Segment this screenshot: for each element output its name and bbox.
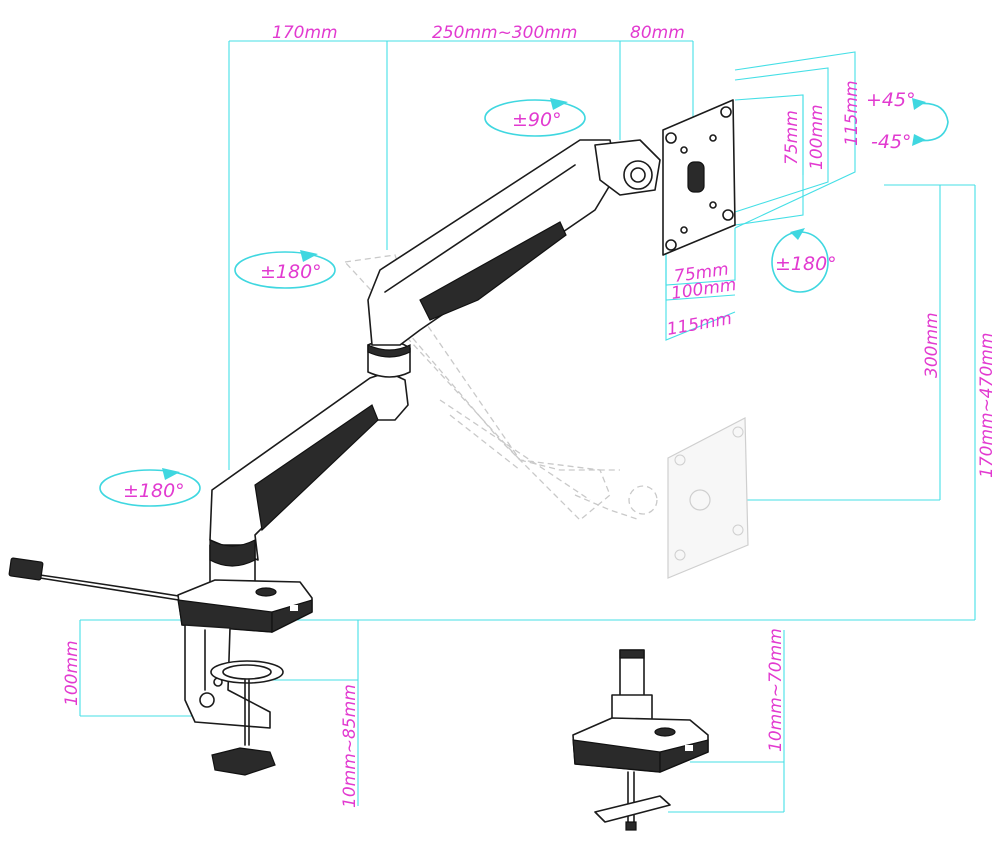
grommet-mount (572, 649, 709, 831)
total-height-label: 170mm~470mm (977, 333, 997, 478)
head-offset-label: 80mm (630, 23, 685, 43)
tilt-up-label: +45° (866, 89, 916, 111)
vesa-h-large-label: 115mm (842, 80, 862, 146)
tilt-down-label: -45° (871, 131, 912, 153)
swivel-head-label: ±90° (512, 109, 562, 131)
swivel-head-icon (484, 98, 586, 137)
dimension-lines (79, 40, 976, 813)
rotate-monitor-label: ±180° (775, 253, 837, 275)
top-offset-label: 170mm (272, 23, 338, 43)
upper-arm (367, 139, 616, 346)
rotate-base-label: ±180° (123, 480, 185, 502)
rotation-labels: +45° -45° ±90° ±180° ±180° ±180° (123, 89, 916, 502)
grommet-thickness-label: 10mm~70mm (766, 628, 786, 752)
monitor-arm (209, 99, 736, 586)
rotation-indicators (99, 98, 949, 507)
usb-plug-icon (8, 557, 44, 581)
clamp-thickness-label: 10mm~85mm (340, 684, 360, 808)
rotate-elbow-label: ±180° (260, 261, 322, 283)
clamp-knob (211, 747, 276, 776)
tilt-icon (912, 98, 949, 146)
vesa-h-small-label: 75mm (782, 110, 802, 165)
desk-clamp (8, 557, 313, 776)
height-adjust-label: 300mm (922, 312, 942, 378)
rotate-base-icon (99, 468, 201, 507)
clamp-height-label: 100mm (62, 640, 82, 706)
rotate-elbow-icon (234, 250, 336, 289)
dimension-labels: 170mm 250mm~300mm 80mm 75mm 100mm 115mm … (62, 23, 997, 808)
arm-reach-label: 250mm~300mm (432, 23, 577, 43)
vesa-h-mid-label: 100mm (807, 104, 827, 170)
rotate-monitor-icon (771, 228, 829, 293)
elbow-joint (367, 339, 411, 378)
vesa-w-large-label: 115mm (665, 309, 733, 340)
